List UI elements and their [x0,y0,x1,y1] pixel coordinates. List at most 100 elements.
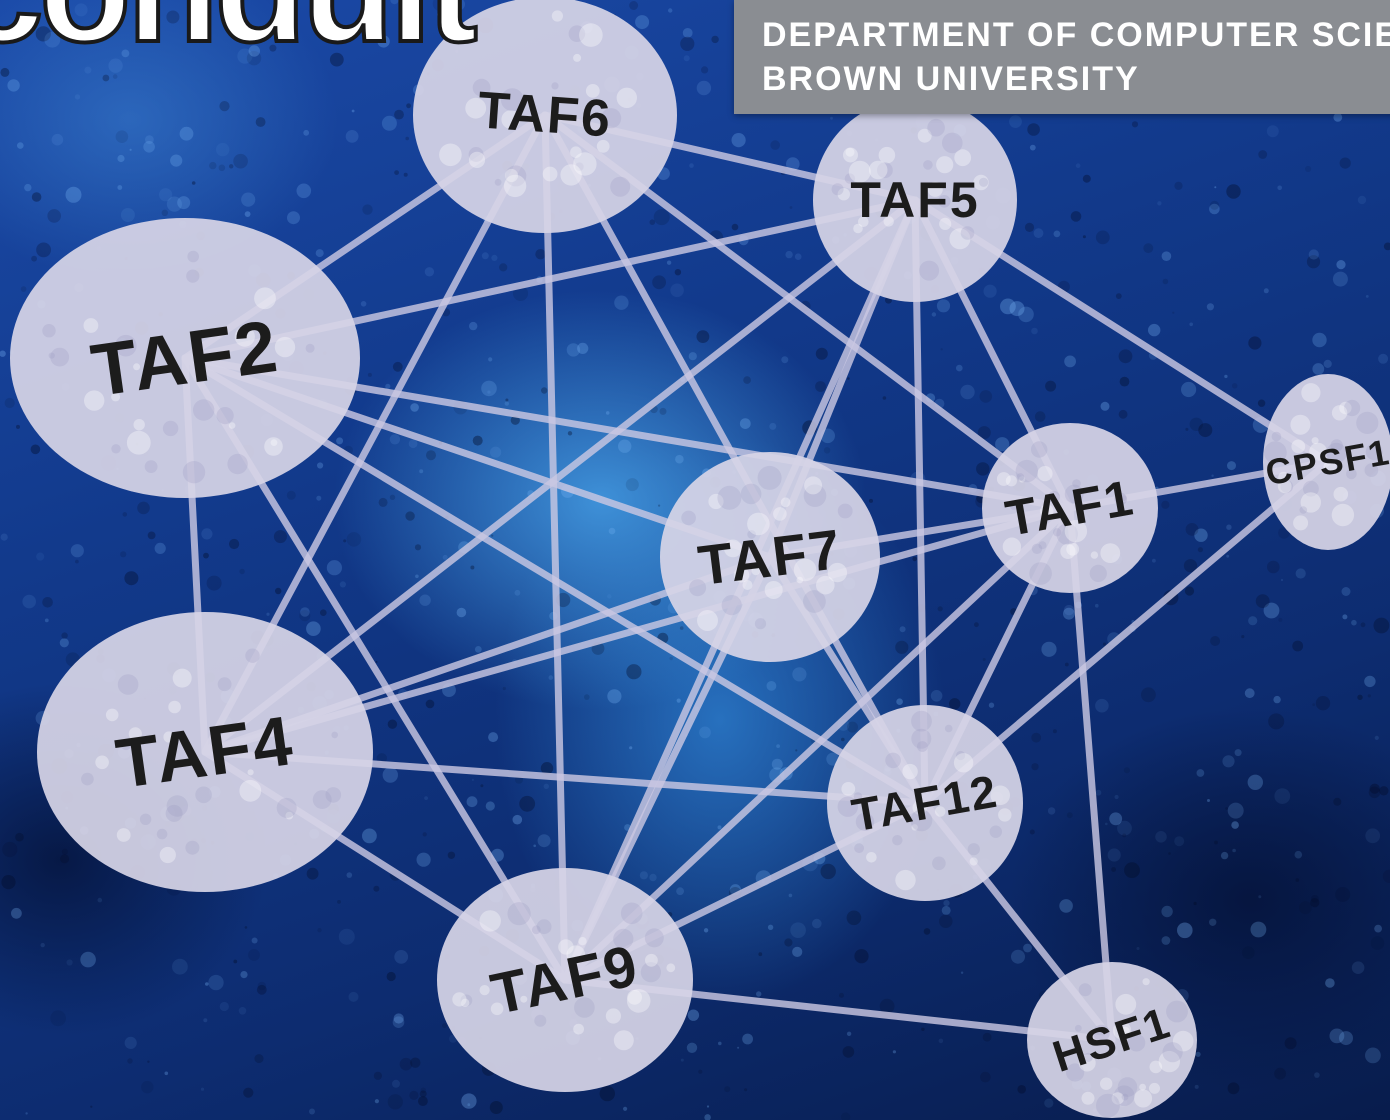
background-speckle-dot [393,1013,404,1024]
background-speckle-dot [1063,607,1075,620]
background-speckle-dot [1018,306,1034,323]
node-texture-dot [1121,1093,1129,1101]
background-speckle-dot [882,396,887,400]
background-speckle-dot [2,841,18,858]
background-speckle-dot [24,183,32,192]
background-speckle-dot [1280,578,1284,582]
background-speckle-dot [488,732,499,743]
node-texture-dot [1339,401,1352,415]
background-speckle-dot [1360,622,1366,628]
node-texture-dot [803,590,826,613]
background-speckle-dot [680,36,695,51]
background-speckle-dot [623,1106,628,1111]
node-texture-dot [1303,480,1319,497]
background-speckle-dot [847,721,858,733]
background-speckle-dot [469,321,478,331]
background-speckle-dot [879,998,895,1014]
background-speckle-dot [1198,423,1213,438]
node-texture-dot [996,472,1011,486]
node-texture-dot [500,88,524,112]
node-texture-dot [841,782,856,796]
background-speckle-dot [1224,374,1228,379]
background-speckle-dot [0,533,8,541]
background-speckle-dot [1095,698,1109,713]
background-speckle-dot [519,795,536,812]
background-speckle-dot [960,384,975,400]
background-speckle-dot [1193,901,1197,906]
node-texture-dot [534,1014,547,1027]
background-speckle-dot [137,501,150,515]
node-texture-dot [1356,411,1379,434]
node-texture-dot [793,558,817,582]
background-speckle-dot [649,873,657,882]
node-hsf1: HSF1 [1027,962,1197,1118]
background-speckle-dot [208,974,224,991]
node-texture-dot [468,151,486,168]
background-speckle-dot [145,135,154,145]
background-speckle-dot [540,762,554,775]
background-speckle-dot [1226,554,1230,558]
background-speckle-dot [1197,547,1203,553]
background-speckle-dot [1118,349,1133,364]
background-speckle-dot [659,407,667,415]
background-speckle-dot [320,609,327,616]
node-texture-dot [115,334,137,357]
background-speckle-dot [219,101,230,112]
background-speckle-dot [447,851,456,859]
background-speckle-dot [51,133,64,146]
background-speckle-dot [1064,355,1076,368]
background-speckle-dot [461,1093,477,1109]
background-speckle-dot [1342,614,1348,620]
background-speckle-dot [767,924,774,930]
node-texture-dot [911,824,918,831]
background-speckle-dot [499,263,508,272]
background-speckle-dot [1195,1051,1201,1057]
background-speckle-dot [129,148,132,151]
node-texture-dot [274,336,296,358]
node-texture-dot [1278,471,1289,483]
background-speckle-dot [405,136,410,141]
node-texture-dot [855,812,875,831]
background-speckle-dot [487,390,491,394]
background-speckle-dot [979,390,993,403]
node-texture-dot [1060,543,1076,560]
background-speckle-dot [788,893,793,898]
node-texture-dot [936,156,954,174]
node-texture-dot [1002,537,1022,556]
node-texture-dot [954,149,972,167]
background-speckle-dot [244,211,251,218]
background-speckle-dot [1336,260,1346,270]
node-texture-dot [1005,475,1018,487]
node-texture-dot [1323,460,1337,474]
background-speckle-dot [931,312,937,317]
background-speckle-dot [839,992,844,998]
node-taf9: TAF9 [437,868,693,1092]
background-speckle-dot [74,94,81,100]
background-speckle-dot [1370,936,1385,950]
node-texture-dot [1290,414,1311,435]
background-speckle-dot [0,67,10,77]
background-speckle-dot [425,699,435,709]
background-speckle-dot [785,250,793,259]
background-speckle-dot [1333,797,1342,806]
node-texture-dot [187,250,199,263]
background-speckle-dot [257,981,267,991]
background-speckle-dot [794,253,802,260]
node-texture-dot [234,326,255,347]
background-speckle-dot [102,74,110,82]
node-texture-dot [531,925,541,935]
background-speckle-dot [1209,203,1220,215]
background-speckle-dot [414,544,422,551]
node-texture-dot [81,772,94,786]
node-texture-dot [1293,515,1309,531]
background-speckle-dot [322,11,336,24]
background-speckle-dot [899,626,906,633]
node-texture-dot [331,731,339,739]
node-texture-dot [616,87,637,109]
background-speckle-dot [1292,640,1304,652]
background-speckle-dot [474,646,482,653]
background-speckle-dot [248,949,260,961]
background-speckle-dot [758,952,763,957]
background-speckle-dot [1329,1028,1345,1044]
background-speckle-dot [120,208,135,222]
